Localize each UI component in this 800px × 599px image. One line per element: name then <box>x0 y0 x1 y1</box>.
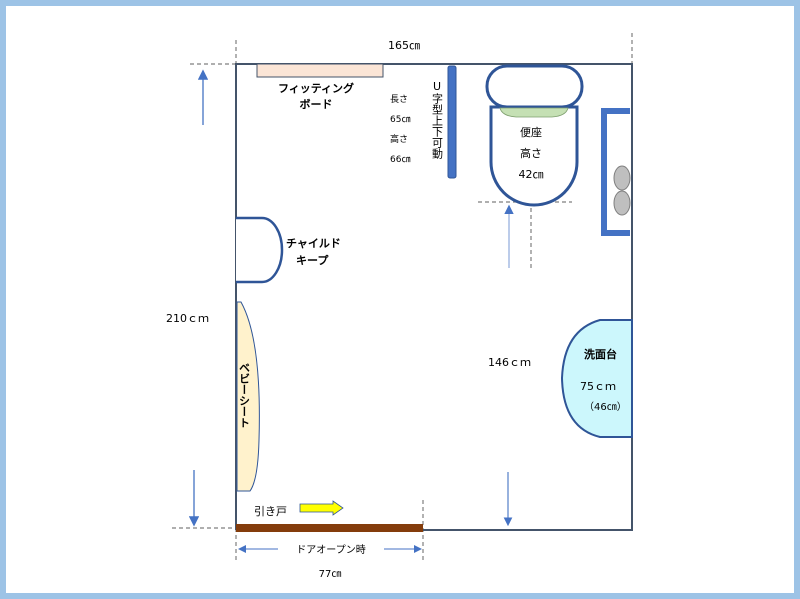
baby-seat <box>236 301 260 492</box>
toilet-label-3: 42㎝ <box>519 168 544 181</box>
sliding-door <box>236 524 423 532</box>
fitting-board <box>256 63 384 78</box>
toilet-tank <box>485 64 584 109</box>
grab-bar-height-value: 66㎝ <box>390 155 410 165</box>
toilet-label-1: 便座 <box>520 125 542 139</box>
height-dimension: 210ｃｍ <box>166 312 209 325</box>
fitting-board-label-2: ボード <box>300 97 333 111</box>
paper-holder-icon <box>613 165 631 191</box>
sink-label: 洗面台 <box>584 347 617 361</box>
sink-height: 75ｃｍ <box>580 380 616 393</box>
door-label: 引き戸 <box>254 504 287 518</box>
toilet-to-door-dimension: 146ｃｍ <box>488 356 531 369</box>
baby-seat-label: ベビーシート <box>238 362 251 428</box>
grab-bar-length-label: 長さ <box>390 94 408 105</box>
width-dimension: 165㎝ <box>388 39 420 52</box>
sink-sub-height: （46㎝） <box>584 401 627 413</box>
door-slide-arrow-icon <box>299 500 344 516</box>
child-keep <box>236 216 284 284</box>
paper-holder-icon <box>613 190 631 216</box>
u-grab-bar <box>447 65 457 179</box>
grab-bar-type: U字型上下可動 <box>431 80 444 160</box>
grab-bar-height-label: 高さ <box>390 133 408 145</box>
fitting-board-label-1: フィッティング <box>278 81 354 95</box>
child-keep-label-1: チャイルド <box>286 237 341 250</box>
child-keep-label-2: キープ <box>296 253 329 267</box>
toilet-bowl <box>489 105 579 207</box>
grab-bar-length-value: 65㎝ <box>390 115 410 125</box>
side-grab-bar <box>601 108 630 236</box>
toilet-seat <box>499 107 569 118</box>
door-open-width: 77㎝ <box>319 569 342 580</box>
door-open-label: ドアオープン時 <box>296 544 365 556</box>
toilet-label-2: 高さ <box>520 146 542 160</box>
sink <box>560 319 633 438</box>
